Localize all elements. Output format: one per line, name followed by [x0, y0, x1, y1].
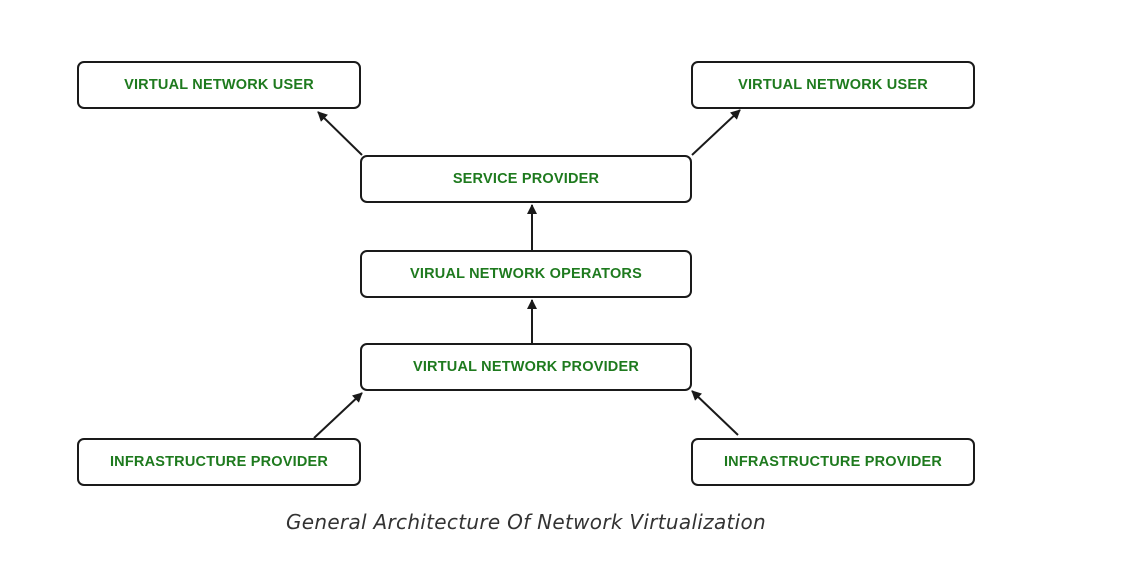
node-virtual-network-provider: VIRTUAL NETWORK PROVIDER [360, 343, 692, 391]
arrow-service-to-user-left [317, 111, 363, 156]
node-label: VIRTUAL NETWORK USER [124, 77, 314, 93]
node-service-provider: SERVICE PROVIDER [360, 155, 692, 203]
node-label: VIRTUAL NETWORK USER [738, 77, 928, 93]
node-label: INFRASTRUCTURE PROVIDER [723, 454, 943, 470]
node-label: VIRTUAL NETWORK PROVIDER [412, 359, 640, 375]
arrow-infra-right-to-vnp [691, 390, 739, 436]
node-label: SERVICE PROVIDER [452, 171, 600, 187]
figure-caption: General Architecture Of Network Virtuali… [285, 510, 767, 534]
node-virtual-network-user-left: VIRTUAL NETWORK USER [77, 61, 361, 109]
node-infrastructure-provider-right: INFRASTRUCTURE PROVIDER [691, 438, 975, 486]
node-infrastructure-provider-left: INFRASTRUCTURE PROVIDER [77, 438, 361, 486]
arrow-service-to-user-right [691, 109, 741, 156]
node-label: VIRUAL NETWORK OPERATORS [410, 266, 642, 282]
node-virtual-network-user-right: VIRTUAL NETWORK USER [691, 61, 975, 109]
node-label: INFRASTRUCTURE PROVIDER [109, 454, 329, 470]
node-virtual-network-operators: VIRUAL NETWORK OPERATORS [360, 250, 692, 298]
arrow-infra-left-to-vnp [313, 392, 363, 439]
